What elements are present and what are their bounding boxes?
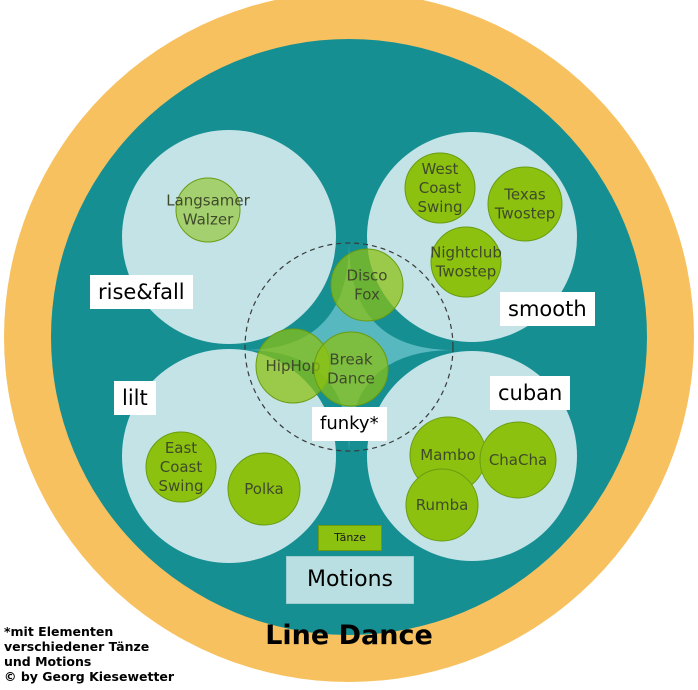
dance-label-mambo: Mambo — [420, 446, 475, 464]
motion-label-cuban: cuban — [490, 376, 571, 410]
dance-label-east-coast-swing: Coast — [160, 458, 203, 476]
dance-label-east-coast-swing: East — [165, 439, 197, 457]
dance-hiphop: HipHop — [255, 328, 331, 404]
dance-layer: LangsamerWalzerWestCoastSwingTexasTwoste… — [145, 152, 563, 542]
dance-bubble-east-coast-swing — [145, 431, 217, 503]
footnote: *mit Elementen verschiedener Tänze und M… — [4, 624, 175, 684]
dance-label-break-dance: Dance — [327, 370, 375, 388]
dance-bubble-langsamer-walzer — [175, 177, 241, 243]
motion-label-rise-fall: rise&fall — [90, 275, 193, 309]
dance-label-hiphop: HipHop — [266, 357, 321, 375]
dance-label-nightclub-twostep: Nightclub — [430, 244, 502, 262]
dance-label-polka: Polka — [244, 480, 283, 498]
dance-label-nightclub-twostep: Twostep — [435, 263, 497, 281]
dance-label-west-coast-swing: West — [422, 160, 459, 178]
dance-label-west-coast-swing: Swing — [418, 198, 463, 216]
dance-bubble-nightclub-twostep — [430, 226, 502, 298]
funky-dashed-circle — [244, 242, 454, 452]
dance-label-rumba: Rumba — [416, 496, 469, 514]
dance-label-break-dance: Break — [329, 351, 373, 369]
dance-label-texas-twostep: Twostep — [494, 205, 556, 223]
dance-label-langsamer-walzer: Langsamer — [166, 192, 250, 210]
motion-label-funky: funky* — [312, 407, 387, 441]
dance-label-disco-fox: Fox — [354, 286, 380, 304]
dance-label-texas-twostep: Texas — [503, 186, 546, 204]
dance-label-disco-fox: Disco — [347, 267, 388, 285]
motion-label-smooth: smooth — [500, 292, 595, 326]
dance-bubble-west-coast-swing — [404, 152, 476, 224]
dance-bubble-texas-twostep — [487, 166, 563, 242]
dance-chacha: ChaCha — [479, 421, 557, 499]
motion-label-lilt: lilt — [114, 381, 156, 415]
dance-polka: Polka — [227, 452, 301, 526]
dance-label-langsamer-walzer: Walzer — [183, 211, 234, 229]
dance-label-west-coast-swing: Coast — [419, 179, 462, 197]
dance-bubble-rumba — [405, 468, 479, 542]
dance-bubble-polka — [227, 452, 301, 526]
dance-rumba: Rumba — [405, 468, 479, 542]
dance-bubble-break-dance — [313, 331, 389, 407]
diagram-title: Line Dance — [265, 620, 433, 651]
legend-motions-swatch: Motions — [286, 556, 414, 604]
dance-label-chacha: ChaCha — [489, 451, 547, 469]
motion-circle-rise-fall — [122, 130, 336, 344]
dance-label-east-coast-swing: Swing — [159, 477, 204, 495]
dance-bubble-disco-fox — [330, 248, 404, 322]
legend-dance-swatch: Tänze — [318, 525, 382, 551]
dance-bubble-chacha — [479, 421, 557, 499]
